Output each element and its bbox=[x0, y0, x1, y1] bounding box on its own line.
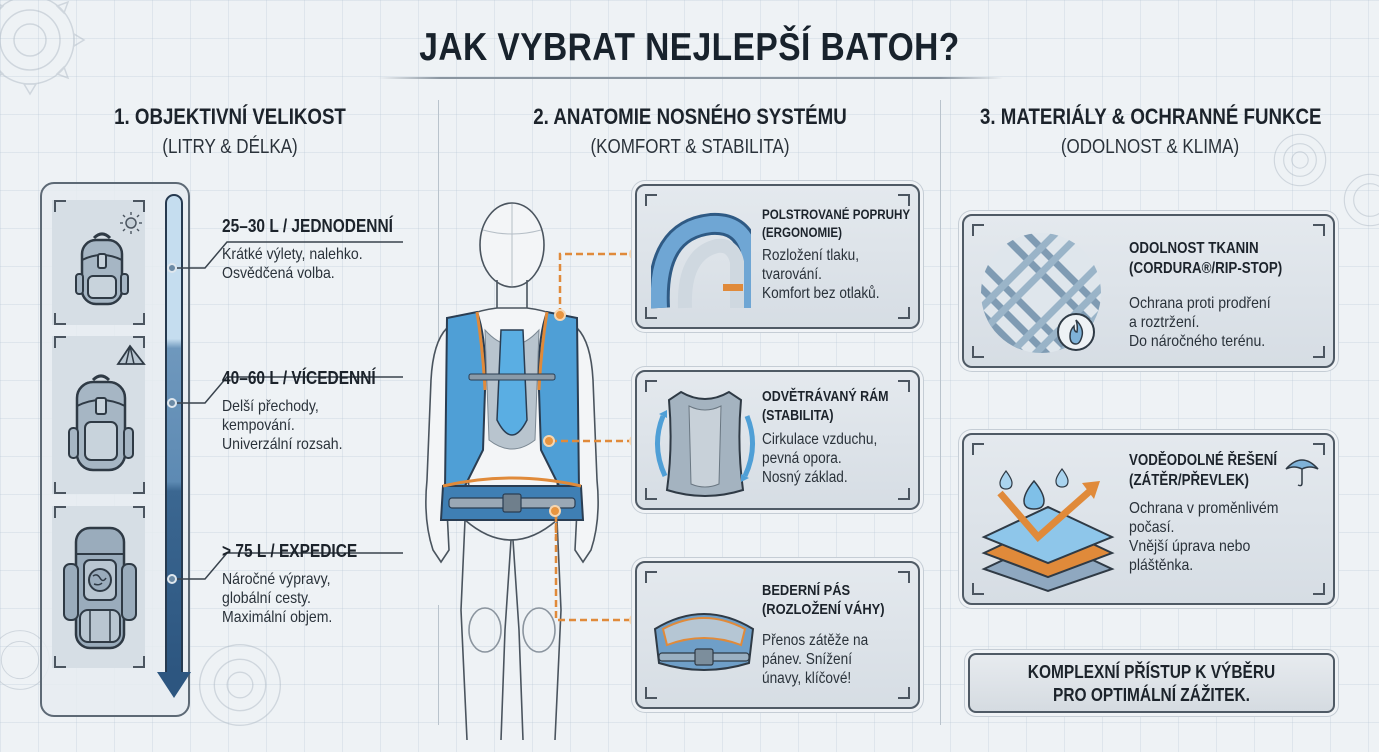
gear-decoration-icon bbox=[0, 0, 86, 96]
globe-icon bbox=[88, 568, 112, 592]
section-subheading: (ODOLNOST & KLIMA) bbox=[1060, 136, 1240, 158]
strap-anchor-dot bbox=[554, 309, 566, 321]
size-card-expedition bbox=[52, 506, 145, 668]
connector-lines bbox=[554, 512, 636, 622]
leader-line bbox=[177, 241, 403, 269]
section-heading: 3. MATERIÁLY & OCHRANNÉ FUNKCE bbox=[980, 104, 1322, 129]
section-divider bbox=[940, 100, 941, 725]
scale-marker-2 bbox=[167, 398, 177, 408]
backpack-large-icon bbox=[63, 526, 137, 650]
section-divider bbox=[438, 605, 439, 725]
section-heading: 2. ANATOMIE NOSNÉHO SYSTÉMU bbox=[533, 104, 847, 129]
feature-card-ventilated-frame: ODVĚTRÁVANÝ RÁM (STABILITA) Cirkulace vz… bbox=[635, 370, 920, 510]
feature-card-hip-belt: BEDERNÍ PÁS (ROZLOŽENÍ VÁHY) Přenos zátě… bbox=[635, 561, 920, 709]
size-scale-panel bbox=[40, 182, 191, 717]
tier-description: Náročné výpravy, globální cesty. Maximál… bbox=[222, 571, 333, 626]
section-divider bbox=[438, 100, 439, 370]
ventilated-frame-icon bbox=[655, 390, 755, 497]
hip-belt-icon bbox=[653, 613, 755, 671]
frame-anchor-dot bbox=[543, 435, 555, 447]
backpack-medium-icon bbox=[68, 374, 134, 472]
page-title: JAK VYBRAT NEJLEPŠÍ BATOH? bbox=[419, 26, 960, 69]
tier-expedition: > 75 L / EXPEDICE Náročné výpravy, globá… bbox=[222, 541, 379, 627]
gear-decoration-icon bbox=[1273, 133, 1327, 187]
tier-description: Delší přechody, kempování. Univerzální r… bbox=[222, 398, 343, 453]
flame-icon bbox=[1069, 319, 1084, 345]
tier-label: 25–30 L / JEDNODENNÍ bbox=[222, 216, 393, 236]
arrow-down-icon bbox=[157, 672, 191, 698]
card-description: Přenos zátěže na pánev. Snížení únavy, k… bbox=[762, 632, 869, 687]
summary-banner: KOMPLEXNÍ PŘÍSTUP K VÝBĚRU PRO OPTIMÁLNÍ… bbox=[968, 653, 1335, 713]
section-heading: 1. OBJEKTIVNÍ VELIKOST bbox=[114, 104, 346, 129]
card-title: ODOLNOST TKANIN (CORDURA®/RIP-STOP) bbox=[1129, 240, 1283, 277]
umbrella-icon bbox=[1285, 459, 1319, 487]
hipbelt-anchor-dot bbox=[549, 505, 561, 517]
tier-multiday: 40–60 L / VÍCEDENNÍ Delší přechody, kemp… bbox=[222, 368, 401, 454]
card-title: ODVĚTRÁVANÝ RÁM (STABILITA) bbox=[762, 389, 889, 424]
waterproof-layers-icon bbox=[981, 467, 1115, 593]
tier-description: Krátké výlety, nalehko. Osvědčená volba. bbox=[222, 246, 363, 282]
card-description: Rozložení tlaku, tvarování. Komfort bez … bbox=[762, 247, 880, 302]
tier-daypack: 25–30 L / JEDNODENNÍ Krátké výlety, nale… bbox=[222, 216, 421, 283]
scale-marker-3 bbox=[167, 574, 177, 584]
card-description: Cirkulace vzduchu, pevná opora. Nosný zá… bbox=[762, 431, 878, 486]
card-title: BEDERNÍ PÁS (ROZLOŽENÍ VÁHY) bbox=[762, 582, 885, 618]
section-subheading: (LITRY & DÉLKA) bbox=[162, 136, 298, 158]
scale-marker-1 bbox=[167, 263, 177, 273]
backpack-small-icon bbox=[75, 232, 129, 306]
card-description: Ochrana v proměnlivém počasí. Vnější úpr… bbox=[1129, 500, 1279, 574]
section-3-heading: 3. MATERIÁLY & OCHRANNÉ FUNKCE (ODOLNOST… bbox=[950, 104, 1350, 159]
feature-card-padded-straps: POLSTROVANÉ POPRUHY (ERGONOMIE) Rozložen… bbox=[635, 184, 920, 329]
tier-label: > 75 L / EXPEDICE bbox=[222, 541, 358, 561]
size-card-daypack bbox=[52, 200, 145, 325]
woven-fabric-icon bbox=[981, 233, 1101, 353]
card-description: Ochrana proti prodření a roztržení. Do n… bbox=[1129, 295, 1271, 350]
gear-decoration-icon bbox=[198, 643, 282, 727]
section-1-heading: 1. OBJEKTIVNÍ VELIKOST (LITRY & DÉLKA) bbox=[40, 104, 420, 159]
section-2-heading: 2. ANATOMIE NOSNÉHO SYSTÉMU (KOMFORT & S… bbox=[470, 104, 910, 159]
summary-line: PRO OPTIMÁLNÍ ZÁŽITEK. bbox=[1053, 685, 1250, 705]
feature-card-waterproofing: VODĚODOLNÉ ŘEŠENÍ (ZÁTĚR/PŘEVLEK) Ochran… bbox=[962, 433, 1335, 605]
title-underline bbox=[378, 77, 1003, 79]
sun-icon bbox=[120, 212, 142, 234]
size-card-multiday bbox=[52, 336, 146, 494]
leader-line bbox=[177, 552, 403, 580]
card-title: VODĚODOLNÉ ŘEŠENÍ (ZÁTĚR/PŘEVLEK) bbox=[1129, 452, 1278, 489]
feature-card-fabric-durability: ODOLNOST TKANIN (CORDURA®/RIP-STOP) Ochr… bbox=[962, 214, 1335, 368]
summary-line: KOMPLEXNÍ PŘÍSTUP K VÝBĚRU bbox=[1027, 662, 1276, 682]
section-subheading: (KOMFORT & STABILITA) bbox=[590, 136, 790, 158]
gear-decoration-icon bbox=[1343, 173, 1379, 227]
tent-icon bbox=[116, 344, 146, 365]
padded-strap-icon bbox=[651, 212, 751, 309]
leader-line bbox=[177, 376, 403, 404]
tier-label: 40–60 L / VÍCEDENNÍ bbox=[222, 368, 376, 388]
card-title: POLSTROVANÉ POPRUHY (ERGONOMIE) bbox=[762, 207, 911, 240]
connector-lines bbox=[550, 252, 636, 540]
